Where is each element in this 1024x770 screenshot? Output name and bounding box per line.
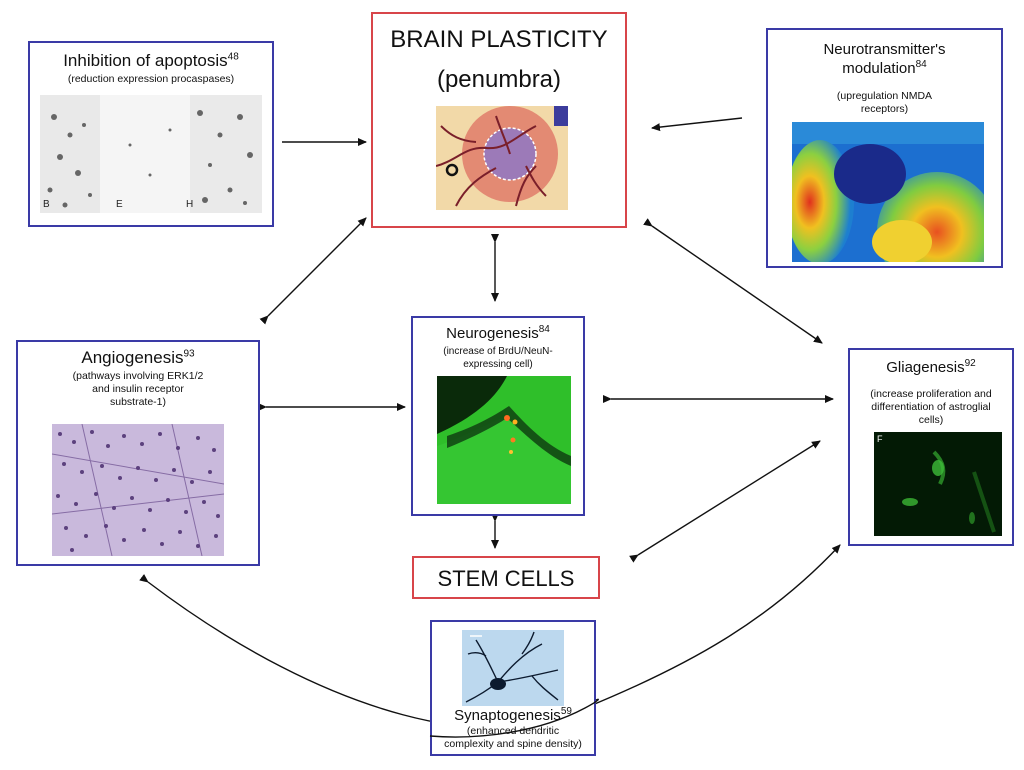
angiogenesis-box: Angiogenesis93 (pathways involving ERK1/… xyxy=(16,340,260,566)
stem-cells-box: STEM CELLS xyxy=(412,556,600,599)
synaptogenesis-box: Synaptogenesis59 (enhanced dendritic com… xyxy=(430,620,596,756)
apoptosis-panel-letter-h: H xyxy=(186,199,194,210)
neurotransmitter-title-line2: modulation84 xyxy=(842,59,927,78)
neurogenesis-desc-line2: expressing cell) xyxy=(463,359,533,370)
apoptosis-micrograph: B E H xyxy=(40,95,262,213)
neurogenesis-fluorescence-image xyxy=(437,376,571,504)
synaptogenesis-desc-line2: complexity and spine density) xyxy=(444,738,582,750)
synaptogenesis-title: Synaptogenesis59 xyxy=(454,706,572,725)
gliagenesis-panel-letter-f: F xyxy=(877,434,883,444)
gliagenesis-desc-line2: differentiation of astroglial xyxy=(871,401,991,413)
neuron-micrograph xyxy=(462,630,564,706)
brain-plasticity-box: BRAIN PLASTICITY (penumbra) xyxy=(371,12,627,228)
angiogenesis-desc-line1: (pathways involving ERK1/2 xyxy=(72,370,204,382)
neurotransmitter-desc-line2: receptors) xyxy=(860,103,909,115)
apoptosis-box: Inhibition of apoptosis48 (reduction exp… xyxy=(28,41,274,227)
arrow-stemcells-gliagenesis xyxy=(629,440,821,563)
brain-plasticity-title: BRAIN PLASTICITY xyxy=(390,26,608,53)
gliagenesis-box: Gliagenesis92 (increase proliferation an… xyxy=(848,348,1014,546)
neurotransmitter-title-line1: Neurotransmitter's xyxy=(823,41,946,58)
neurogenesis-title: Neurogenesis84 xyxy=(446,324,550,343)
nmda-heatmap xyxy=(792,122,984,262)
neurotransmitter-box: Neurotransmitter's modulation84 (upregul… xyxy=(766,28,1003,268)
neurogenesis-desc-line1: (increase of BrdU/NeuN- xyxy=(443,346,553,357)
gliagenesis-fluorescence-image: F xyxy=(874,432,1002,536)
synaptogenesis-desc-line1: (enhanced dendritic xyxy=(466,725,560,737)
brain-plasticity-subtitle: (penumbra) xyxy=(436,66,562,93)
angiogenesis-desc-line3: substrate-1) xyxy=(109,396,167,408)
arrow-center-angiogenesis xyxy=(259,217,367,325)
angiogenesis-desc-line2: and insulin receptor xyxy=(92,383,184,395)
stem-cells-label: STEM CELLS xyxy=(437,566,575,591)
apoptosis-panel-letter-b: B xyxy=(43,199,50,210)
apoptosis-panel-letter-e: E xyxy=(116,199,123,210)
gliagenesis-desc-line3: cells) xyxy=(918,414,944,426)
angiogenesis-title: Angiogenesis93 xyxy=(81,348,195,367)
gliagenesis-desc-line1: (increase proliferation and xyxy=(870,388,992,400)
apoptosis-title: Inhibition of apoptosis48 xyxy=(63,51,239,70)
penumbra-illustration xyxy=(436,106,568,210)
neurogenesis-box: Neurogenesis84 (increase of BrdU/NeuN- e… xyxy=(411,316,585,516)
gliagenesis-title: Gliagenesis92 xyxy=(886,358,976,377)
angiogenesis-micrograph xyxy=(52,424,224,556)
neurotransmitter-desc-line1: (upregulation NMDA xyxy=(836,90,933,102)
apoptosis-description: (reduction expression procaspases) xyxy=(67,73,235,85)
arrow-neurotransmitter-to-center xyxy=(651,117,743,132)
